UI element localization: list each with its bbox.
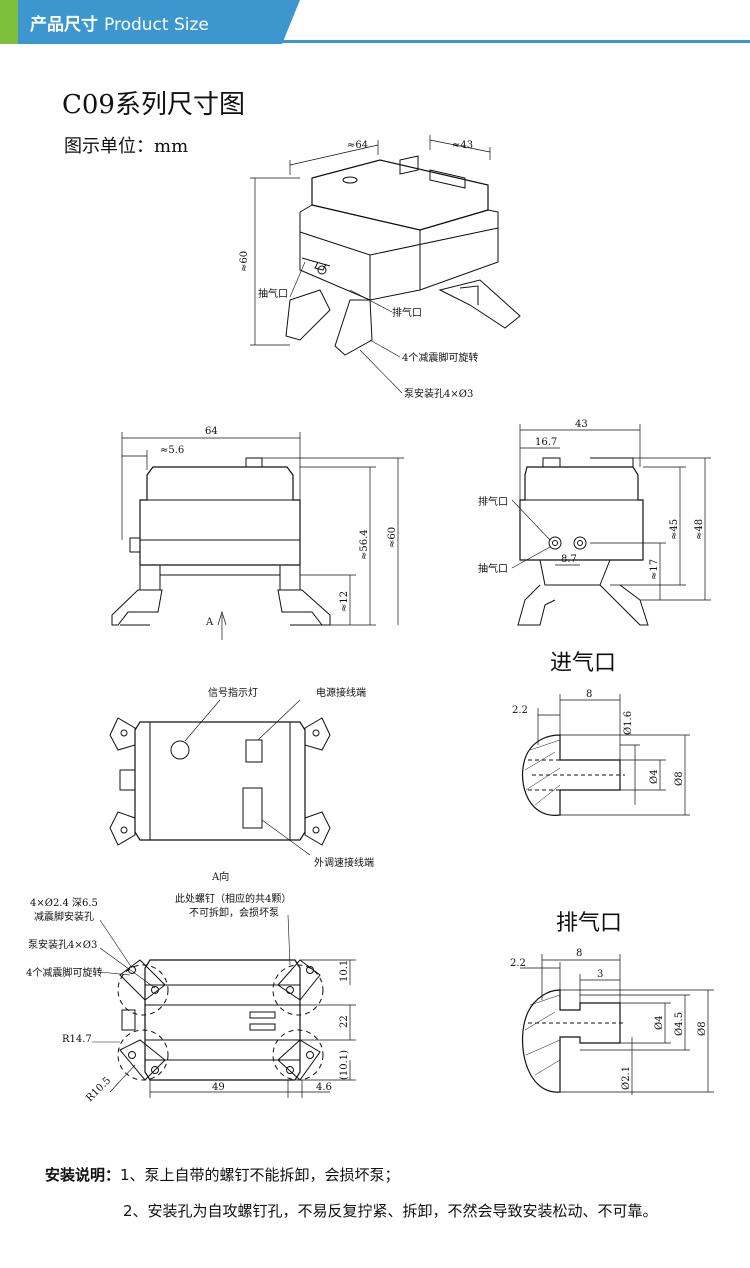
side-dim-16-7: 16.7	[535, 437, 557, 448]
top-ext-label: 外调速接线端	[314, 856, 374, 869]
side-view: 43 16.7 8.7 ≈45 ≈48 ≈17 排气口 抽气口	[478, 419, 711, 626]
iso-dim-height: ≈60	[239, 251, 250, 272]
top-power-label: 电源接线端	[316, 686, 366, 699]
install-note-row-1: 安装说明：1、泵上自带的螺钉不能拆卸，会损坏泵；	[45, 1164, 400, 1185]
top-signal-label: 信号指示灯	[208, 686, 258, 699]
bottom-feet-label: 4个减震脚可旋转	[26, 966, 102, 979]
inlet-dim-2-2: 2.2	[512, 705, 528, 716]
front-dim-5-6: ≈5.6	[160, 445, 184, 456]
outlet-dim-2-1: Ø2.1	[621, 1066, 632, 1090]
outlet-dim-4-5: Ø4.5	[674, 1012, 685, 1036]
iso-view: ≈64 ≈43 ≈60 抽气口 排气口 4个减震脚可旋转 泵安装孔4×Ø3	[239, 135, 521, 400]
side-dim-43: 43	[575, 419, 588, 430]
side-dim-45: ≈45	[669, 519, 680, 540]
outlet-dim-3: 3	[597, 969, 603, 980]
bottom-hole-spec: 4×Ø2.4 深6.5	[30, 897, 98, 909]
install-note-1: 1、泵上自带的螺钉不能拆卸，会损坏泵；	[120, 1166, 400, 1184]
front-dim-60: ≈60	[387, 527, 398, 548]
header-accent	[0, 0, 18, 44]
front-dim-56-4: ≈56.4	[359, 529, 370, 560]
bottom-pump-hole: 泵安装孔4×Ø3	[28, 938, 97, 951]
install-notes: 安装说明：1、泵上自带的螺钉不能拆卸，会损坏泵； 2、安装孔为自攻螺钉孔，不易反…	[45, 1164, 658, 1220]
inlet-dim-1-6: Ø1.6	[623, 711, 634, 735]
iso-exhaust-label: 排气口	[392, 306, 422, 319]
front-dim-12: ≈12	[339, 591, 350, 612]
side-exhaust-label: 排气口	[478, 495, 508, 508]
inlet-dim-8v: Ø8	[674, 771, 685, 786]
outlet-detail: 排气口 2.2 8 3 Ø4 Ø4.5 Ø8 Ø2.1	[510, 911, 714, 1095]
header-title-en: Product Size	[104, 15, 209, 35]
header-rule	[0, 40, 750, 43]
bottom-dim-10-1: 10.1	[339, 960, 350, 982]
inlet-dim-8: 8	[586, 689, 592, 700]
side-dim-48: ≈48	[694, 519, 705, 540]
outlet-dim-4: Ø4	[654, 1015, 665, 1030]
front-view-arrow-label: A	[205, 617, 214, 628]
bottom-screw-note-2: 不可拆卸，会损坏泵	[189, 906, 279, 919]
bottom-view: 4×Ø2.4 深6.5 减震脚安装孔 泵安装孔4×Ø3 4个减震脚可旋转 此处螺…	[26, 892, 356, 1104]
inlet-detail: 进气口 2.2 8 Ø1.6 Ø4 Ø8	[512, 651, 690, 816]
outlet-dim-2-2: 2.2	[510, 958, 526, 969]
bottom-dim-49: 49	[212, 1082, 225, 1093]
header-title: 产品尺寸 Product Size	[30, 10, 209, 35]
outlet-title: 排气口	[556, 911, 622, 936]
front-dim-64: 64	[205, 426, 218, 437]
iso-dim-depth: ≈43	[452, 140, 473, 151]
bottom-dim-10-1b: (10.1)	[339, 1050, 350, 1080]
install-note-2: 2、安装孔为自攻螺钉孔，不易反复拧紧、拆卸，不然会导致安装松动、不可靠。	[123, 1202, 658, 1220]
outlet-dim-8v: Ø8	[697, 1021, 708, 1036]
bottom-r14-7: R14.7	[62, 1034, 92, 1045]
bottom-dim-22: 22	[339, 1015, 350, 1028]
iso-dim-width: ≈64	[347, 140, 368, 151]
header-bar	[0, 0, 300, 44]
inlet-dim-4: Ø4	[649, 769, 660, 784]
iso-feet-label: 4个减震脚可旋转	[402, 351, 478, 364]
outlet-dim-8: 8	[576, 948, 582, 959]
front-view: 64 ≈5.6 ≈56.4 ≈60 ≈12 A	[111, 426, 404, 640]
bottom-screw-note-1: 此处螺钉（相应的共4颗）	[175, 892, 291, 905]
section-header: 产品尺寸 Product Size	[0, 0, 750, 44]
page-title: C09系列尺寸图	[62, 90, 245, 120]
iso-holes-label: 泵安装孔4×Ø3	[404, 387, 473, 400]
bottom-dim-4-6: 4.6	[316, 1082, 332, 1093]
install-notes-label: 安装说明：	[45, 1166, 121, 1184]
side-dim-17: ≈17	[649, 559, 660, 580]
side-intake-label: 抽气口	[478, 562, 508, 575]
header-title-cn: 产品尺寸	[30, 15, 98, 35]
top-view-name: A向	[211, 870, 229, 883]
side-dim-8-7: 8.7	[561, 554, 577, 565]
bottom-r10-5: R10.5	[84, 1075, 113, 1104]
inlet-title: 进气口	[550, 651, 616, 676]
bottom-hole-name: 减震脚安装孔	[34, 910, 94, 923]
unit-label: 图示单位：mm	[64, 136, 189, 157]
top-view: 信号指示灯 电源接线端 外调速接线端 A向	[109, 686, 374, 883]
iso-intake-label: 抽气口	[258, 287, 288, 300]
